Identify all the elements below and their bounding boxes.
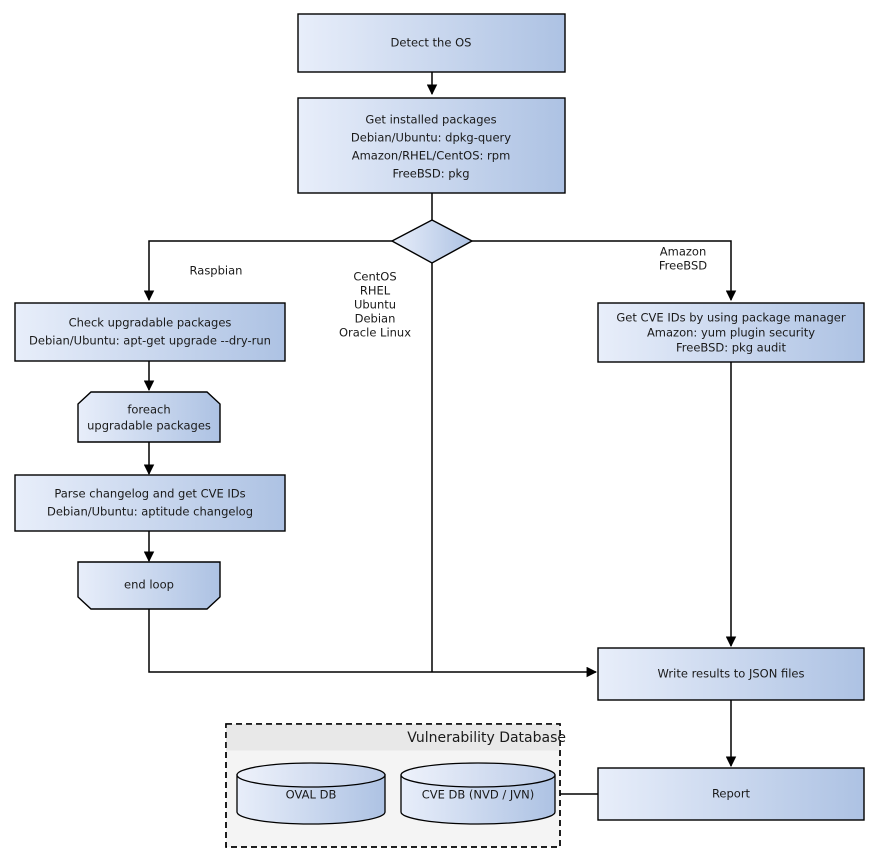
svg-text:Raspbian: Raspbian <box>190 264 243 278</box>
parse-changelog-line-2: Debian/Ubuntu: aptitude changelog <box>47 505 253 519</box>
oval-db-body <box>236 774 386 825</box>
get-installed-packages-line-3: Amazon/RHEL/CentOS: rpm <box>352 149 511 163</box>
foreach-loop-line-2: upgradable packages <box>87 419 211 433</box>
node-get-cve-ids[interactable]: Get CVE IDs by using package manager Ama… <box>597 302 865 363</box>
svg-text:FreeBSD: FreeBSD <box>659 259 707 273</box>
os-decision-diamond[interactable] <box>390 219 474 264</box>
report-label: Report <box>712 787 751 801</box>
svg-text:Ubuntu: Ubuntu <box>354 298 396 312</box>
get-installed-packages-line-2: Debian/Ubuntu: dpkg-query <box>351 131 511 145</box>
database-cylinder-oval: OVAL DB <box>236 762 386 825</box>
node-write-results[interactable]: Write results to JSON files <box>597 647 865 701</box>
cve-db-top <box>400 762 556 788</box>
node-end-loop[interactable]: end loop <box>77 561 221 610</box>
svg-text:Oracle Linux: Oracle Linux <box>339 326 411 340</box>
report-box[interactable] <box>597 767 865 821</box>
oval-db-label: OVAL DB <box>286 788 337 802</box>
node-detect-the-os[interactable]: Detect the OS <box>297 13 566 73</box>
check-upgradable-line-1: Check upgradable packages <box>69 316 232 330</box>
write-results-label: Write results to JSON files <box>658 667 805 681</box>
cve-db-label: CVE DB (NVD / JVN) <box>422 788 535 802</box>
node-check-upgradable-packages[interactable]: Check upgradable packages Debian/Ubuntu:… <box>14 302 286 362</box>
get-cve-ids-box[interactable] <box>597 302 865 363</box>
get-cve-ids-line-2: Amazon: yum plugin security <box>647 326 815 340</box>
get-installed-packages-line-1: Get installed packages <box>365 113 496 127</box>
parse-changelog-line-1: Parse changelog and get CVE IDs <box>54 487 245 501</box>
foreach-loop-shape[interactable] <box>77 391 221 443</box>
oval-db-top <box>236 762 386 788</box>
foreach-loop-line-1: foreach <box>127 403 170 417</box>
svg-text:Debian: Debian <box>355 312 396 326</box>
database-cylinder-cve: CVE DB (NVD / JVN) <box>400 762 556 825</box>
edges <box>143 72 737 795</box>
edge-endloop-to-write <box>148 609 598 678</box>
container-border <box>225 723 561 848</box>
edge-label-raspbian: Raspbian <box>190 264 243 278</box>
svg-text:Amazon: Amazon <box>660 245 706 259</box>
get-cve-ids-line-3: FreeBSD: pkg audit <box>676 341 787 355</box>
check-upgradable-box[interactable] <box>14 302 286 362</box>
write-results-box[interactable] <box>597 647 865 701</box>
edge-label-amazon-freebsd: Amazon FreeBSD <box>659 245 707 273</box>
node-foreach-loop-start[interactable]: foreach upgradable packages <box>77 391 221 443</box>
node-get-installed-packages[interactable]: Get installed packages Debian/Ubuntu: dp… <box>297 97 566 194</box>
vulnerability-database-container: Vulnerability Database OVAL DB CVE DB (N… <box>225 723 566 848</box>
node-report[interactable]: Report <box>597 767 865 821</box>
node-parse-changelog[interactable]: Parse changelog and get CVE IDs Debian/U… <box>14 474 286 532</box>
node-os-decision[interactable] <box>390 219 474 264</box>
container-title: Vulnerability Database <box>407 730 566 746</box>
edge-decision-to-left <box>143 240 392 302</box>
container-title-band <box>226 724 560 750</box>
edge-label-center-oses: CentOS RHEL Ubuntu Debian Oracle Linux <box>339 270 411 340</box>
detect-os-label: Detect the OS <box>391 36 472 50</box>
svg-text:RHEL: RHEL <box>360 284 391 298</box>
cve-db-body <box>400 774 556 825</box>
detect-os-box[interactable] <box>297 13 566 73</box>
get-cve-ids-line-1: Get CVE IDs by using package manager <box>616 311 846 325</box>
parse-changelog-box[interactable] <box>14 474 286 532</box>
end-loop-label: end loop <box>124 578 174 592</box>
get-installed-packages-line-4: FreeBSD: pkg <box>392 167 469 181</box>
check-upgradable-line-2: Debian/Ubuntu: apt-get upgrade --dry-run <box>29 334 271 348</box>
edge-decision-to-right <box>472 240 737 302</box>
svg-text:CentOS: CentOS <box>353 270 396 284</box>
get-installed-packages-box[interactable] <box>297 97 566 194</box>
end-loop-shape[interactable] <box>77 561 221 610</box>
